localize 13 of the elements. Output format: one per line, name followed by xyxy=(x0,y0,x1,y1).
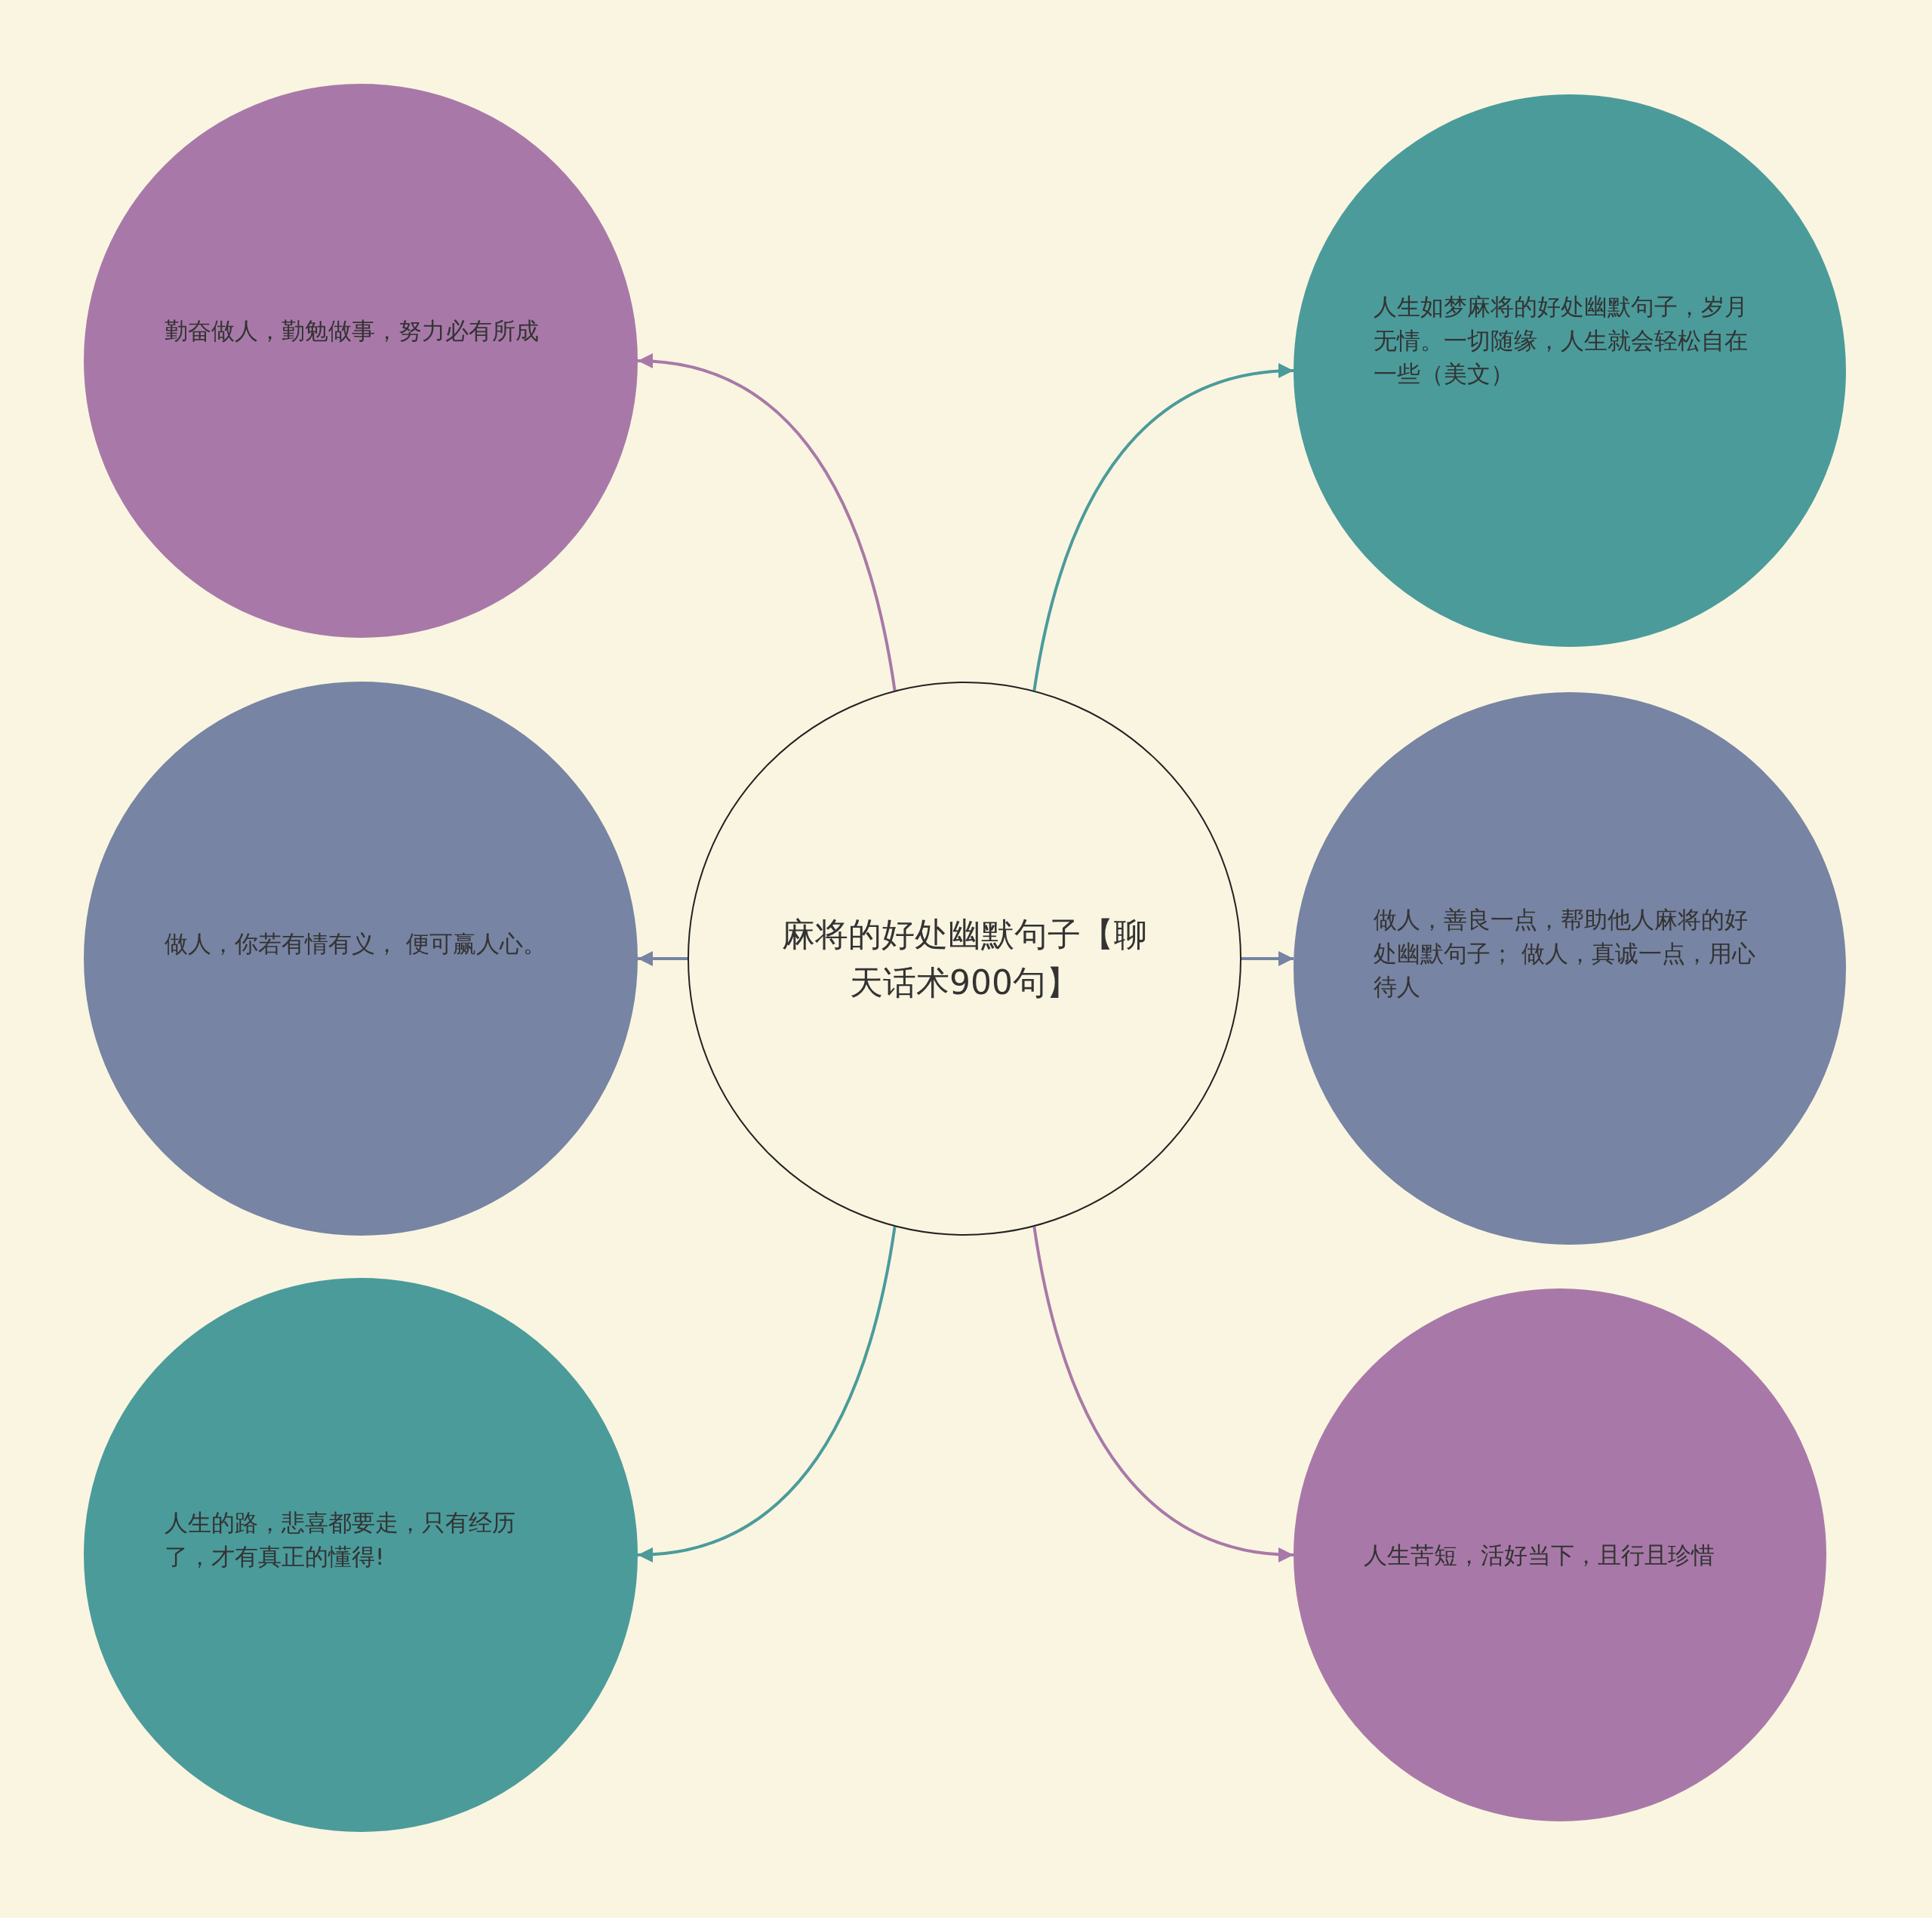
connector-arrow xyxy=(638,951,688,966)
topic-text: 做人，善良一点，帮助他人麻将的好处幽默句子； 做人，真诚一点，用心待人 xyxy=(1374,904,1756,1002)
topic-text: 人生如梦麻将的好处幽默句子，岁月无情。一切随缘，人生就会轻松自在一些（美文） xyxy=(1374,291,1749,389)
connector-arrow xyxy=(1032,364,1294,691)
connector-arrow xyxy=(1032,1226,1294,1562)
connector-arrow xyxy=(637,1226,897,1562)
connector-arrow xyxy=(637,354,897,691)
topic-text: 人生的路，悲喜都要走，只有经历了，才有真正的懂得! xyxy=(165,1508,516,1572)
connector-arrow xyxy=(1241,951,1294,966)
topic-text: 麻将的好处幽默句子【聊天话术900句】 xyxy=(781,914,1148,1003)
topic-text: 做人，你若有情有义， 便可赢人心。 xyxy=(165,928,547,959)
topic-text: 勤奋做人，勤勉做事，努力必有所成 xyxy=(165,316,540,346)
topic-text: 人生苦短，活好当下，且行且珍惜 xyxy=(1364,1540,1715,1570)
